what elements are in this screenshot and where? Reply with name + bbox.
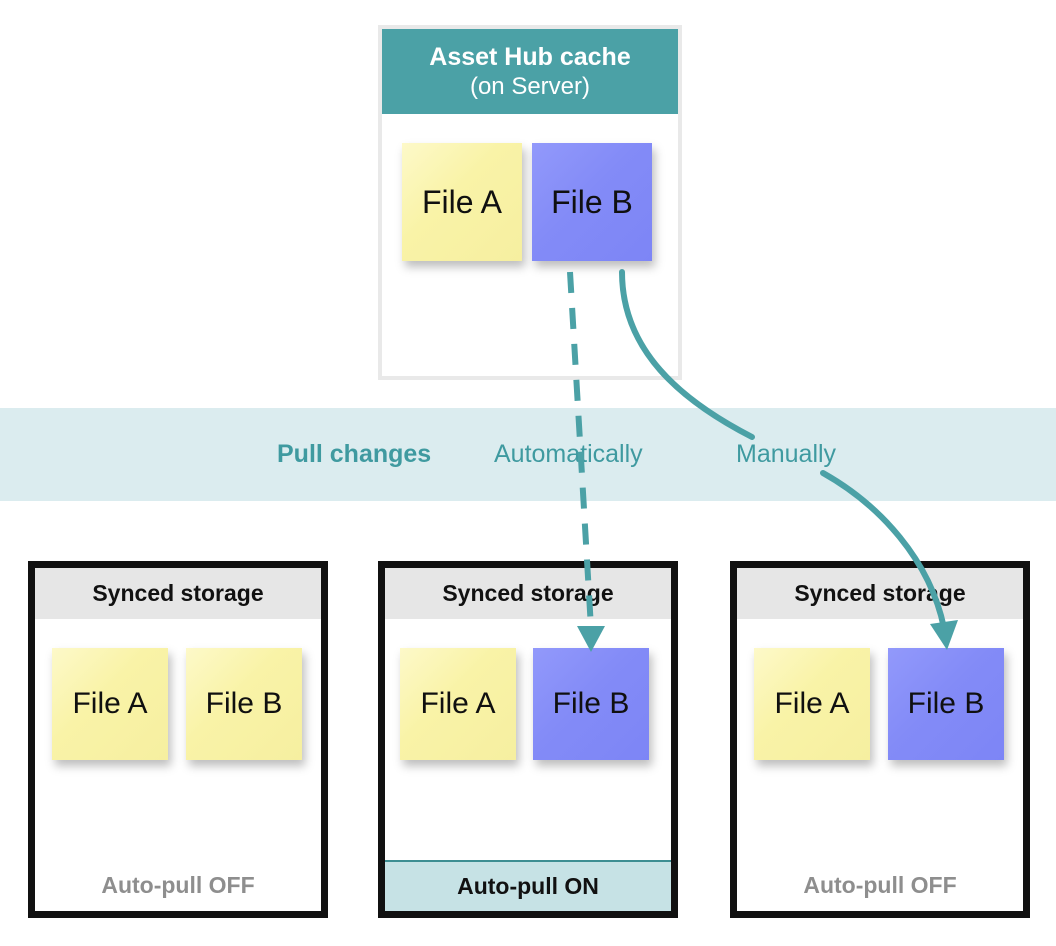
store-middle-footer: Auto-pull ON [385,860,671,911]
automatically-label: Automatically [494,440,643,468]
store-left-footer: Auto-pull OFF [35,860,321,911]
asset-hub-cache-header: Asset Hub cache (on Server) [382,29,678,114]
store-left-note-file-a-label: File A [72,687,148,720]
store-middle-note-file-b: File B [533,648,649,760]
pull-changes-label: Pull changes [277,440,432,468]
store-left-header: Synced storage [35,568,321,619]
store-middle-note-file-a-label: File A [420,687,496,720]
asset-hub-cache-subtitle: (on Server) [469,72,591,100]
hub-note-file-b: File B [532,143,652,261]
store-right-header: Synced storage [737,568,1023,619]
hub-note-file-a: File A [402,143,522,261]
store-right-note-file-a: File A [754,648,870,760]
store-middle-header: Synced storage [385,568,671,619]
store-left-note-file-a: File A [52,648,168,760]
store-middle-note-file-b-label: File B [552,687,630,720]
store-right-note-file-b: File B [888,648,1004,760]
asset-hub-cache-title: Asset Hub cache [429,42,631,71]
hub-note-file-a-label: File A [421,183,503,220]
store-left-note-file-b-label: File B [205,687,283,720]
store-left-note-file-b: File B [186,648,302,760]
store-right-note-file-b-label: File B [907,687,985,720]
store-middle-note-file-a: File A [400,648,516,760]
store-right-note-file-a-label: File A [774,687,850,720]
store-right-footer: Auto-pull OFF [737,860,1023,911]
hub-note-file-b-label: File B [551,183,633,220]
manually-label: Manually [736,440,837,468]
